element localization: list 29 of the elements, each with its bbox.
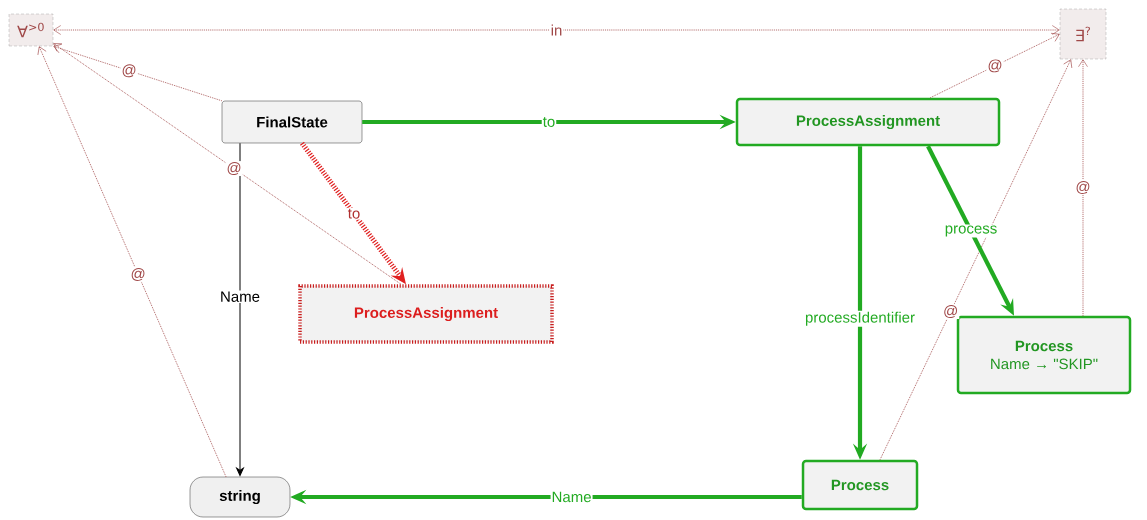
class-box: FinalState <box>221 100 363 144</box>
quantifier-box: ∃$^{?}$ <box>1059 8 1107 60</box>
connector-line <box>53 43 223 102</box>
edge-label: @ <box>986 58 1004 74</box>
connector-line <box>53 25 1060 35</box>
edge-label: Name <box>550 490 593 504</box>
edge-label: @ <box>120 63 138 79</box>
connector-line <box>53 43 402 285</box>
class-box: Process Name → "SKIP" <box>956 315 1132 395</box>
arrow <box>236 142 244 477</box>
connector-line <box>37 46 227 478</box>
edge-label: to <box>541 116 557 128</box>
quantifier-box: ∀$^{>0}$ <box>8 13 54 47</box>
type-box: string <box>189 476 291 518</box>
class-box: ProcessAssignment <box>735 97 1001 147</box>
class-box: ProcessAssignment <box>298 284 554 344</box>
edge-label: @ <box>225 161 243 176</box>
edge-label: @ <box>129 266 147 282</box>
edge-label: in <box>549 23 564 37</box>
connector-line <box>929 33 1060 99</box>
edge-label: @ <box>1074 180 1092 195</box>
class-box: Process <box>801 459 919 511</box>
edge-label: @ <box>942 304 960 320</box>
connector-line <box>1078 59 1088 317</box>
edge-label: process <box>943 224 999 238</box>
connector-line <box>879 59 1073 461</box>
edge-label: to <box>346 207 362 220</box>
edge-label: processIdentifier <box>804 310 917 327</box>
edge-label: Name <box>219 290 261 303</box>
